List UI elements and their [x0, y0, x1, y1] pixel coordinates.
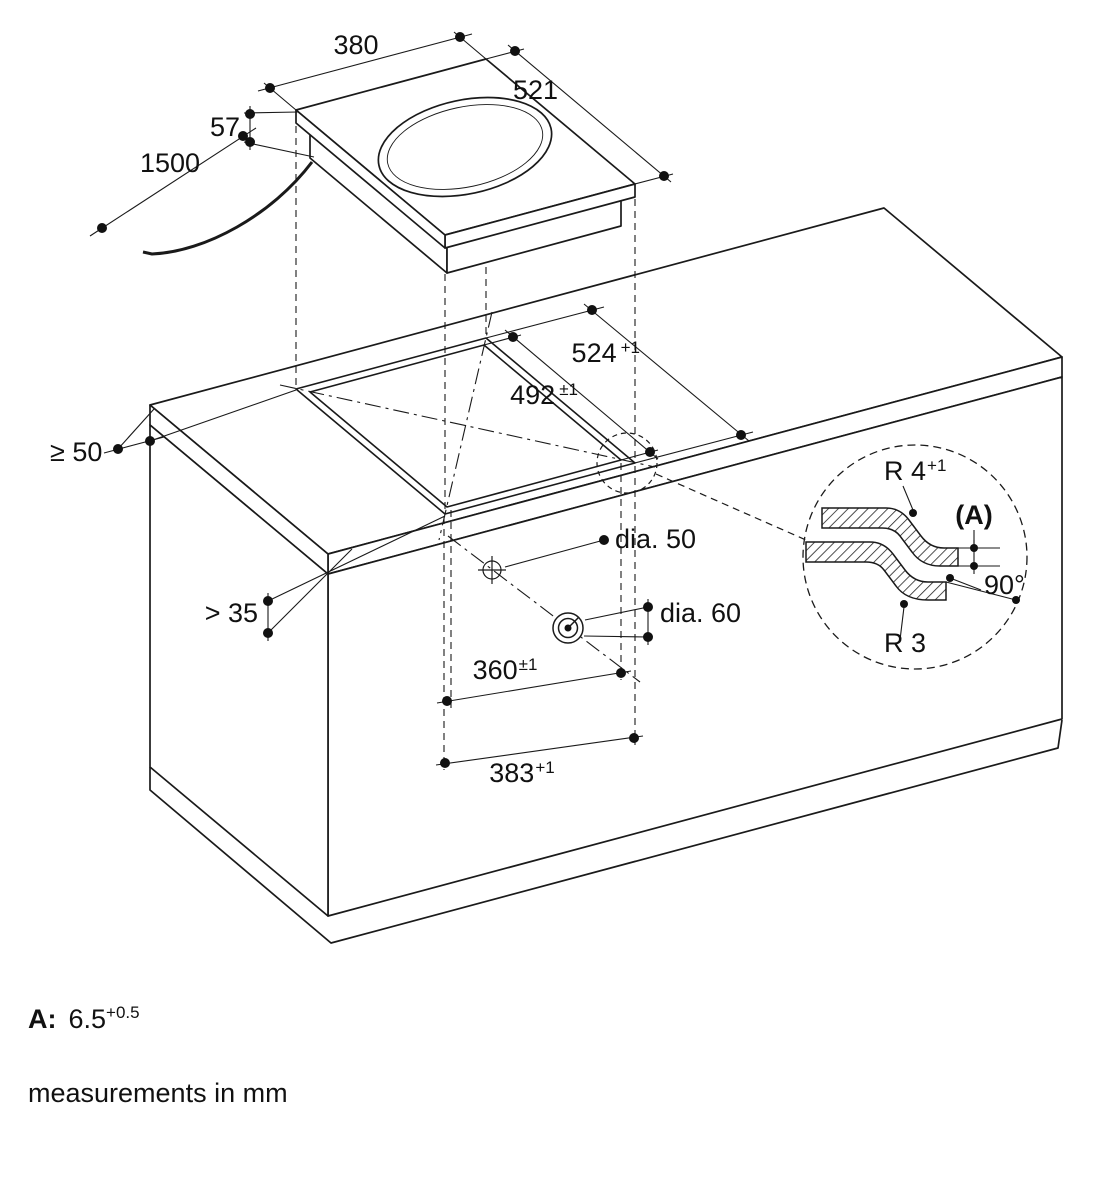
label-360: 360±1 — [473, 655, 538, 685]
dim-524-line — [583, 303, 750, 442]
dimension-labels: 380 521 57 1500 ≥ 50 > 35 524+1 492±1 36… — [50, 30, 741, 788]
dim-dia50-leader — [504, 539, 605, 568]
hob-left-rim — [295, 109, 446, 249]
front-holes-centerline — [447, 535, 641, 683]
detail-marker-circle — [596, 432, 658, 494]
profile-lower-strip — [805, 541, 947, 601]
label-r3: R 3 — [884, 628, 926, 658]
dim-521-line — [507, 44, 672, 183]
hob-isometric — [142, 58, 636, 274]
label-r4: R 4+1 — [884, 456, 946, 486]
label-90deg: 90° — [984, 570, 1025, 600]
note-units: measurements in mm — [28, 1078, 288, 1108]
burner-inner-ring — [386, 104, 544, 190]
dim-ge50-leaders — [117, 389, 297, 450]
note-a: A:6.5+0.5 — [28, 1003, 140, 1034]
cabinet-plinth — [149, 719, 1063, 944]
dim-380-line — [257, 33, 473, 92]
label-dia50: dia. 50 — [615, 524, 696, 554]
dim-360-line — [436, 670, 632, 704]
dim-gt35-leaders — [267, 515, 446, 634]
label-1500: 1500 — [140, 148, 200, 178]
cabinet-isometric — [149, 207, 1063, 944]
cabinet-left-face — [149, 424, 329, 917]
leader-r3 — [899, 606, 905, 641]
projection-lines — [295, 75, 636, 770]
dimension-dots — [97, 32, 746, 768]
footnotes: A:6.5+0.5 measurements in mm — [28, 1003, 288, 1108]
centerlines — [279, 311, 656, 683]
detail-annotations — [899, 485, 1017, 641]
angle-90-line — [945, 581, 1017, 601]
label-ref-a: (A) — [955, 500, 992, 530]
power-cable — [142, 161, 314, 256]
detail-circle — [802, 444, 1028, 670]
detail-dots — [900, 509, 1020, 608]
leader-r4 — [902, 485, 914, 511]
leader-90 — [949, 577, 982, 591]
label-524: 524+1 — [572, 338, 640, 368]
dim-1500-line — [89, 127, 257, 237]
detail-reference — [596, 432, 807, 541]
label-side-clearance: ≥ 50 — [50, 437, 102, 467]
cable-hole-mark — [478, 556, 506, 584]
cutout-cross-centerline — [438, 311, 493, 541]
dim-a-ext — [958, 547, 1000, 567]
label-521: 521 — [513, 75, 558, 105]
label-383: 383+1 — [489, 758, 554, 788]
detail-view — [802, 444, 1028, 670]
label-492: 492±1 — [510, 380, 578, 410]
detail-labels: R 4+1 (A) 90° R 3 — [884, 456, 1025, 658]
dim-383-line — [435, 735, 644, 766]
label-380: 380 — [333, 30, 378, 60]
detail-leader-line — [655, 473, 807, 541]
label-57: 57 — [210, 112, 240, 142]
cutout-diagonal-centerline — [279, 384, 656, 468]
control-knob — [552, 612, 584, 644]
label-front-clearance: > 35 — [205, 598, 258, 628]
label-dia60: dia. 60 — [660, 598, 741, 628]
dim-dia60-leaders — [583, 606, 649, 638]
dim-492-line — [504, 329, 659, 460]
dim-524-ext — [485, 306, 754, 464]
front-face-holes — [478, 556, 584, 644]
